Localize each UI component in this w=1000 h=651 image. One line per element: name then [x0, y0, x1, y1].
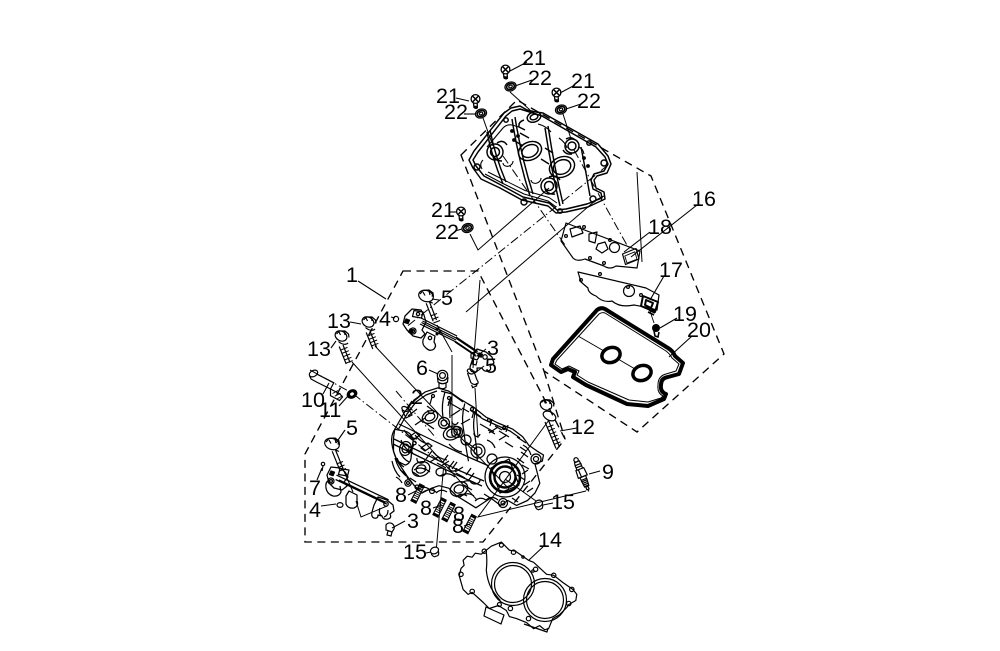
svg-text:4: 4	[309, 498, 321, 522]
svg-text:3: 3	[407, 509, 419, 533]
svg-text:22: 22	[528, 66, 552, 90]
svg-text:20: 20	[687, 318, 711, 342]
svg-text:9: 9	[602, 460, 614, 484]
svg-text:7: 7	[309, 476, 321, 500]
svg-text:14: 14	[538, 528, 562, 552]
svg-text:10: 10	[301, 388, 325, 412]
svg-text:16: 16	[692, 187, 716, 211]
svg-text:22: 22	[444, 100, 468, 124]
svg-text:8: 8	[395, 483, 407, 507]
svg-text:12: 12	[571, 415, 595, 439]
svg-text:6: 6	[416, 356, 428, 380]
svg-text:2: 2	[411, 385, 423, 409]
svg-text:13: 13	[307, 337, 331, 361]
svg-text:22: 22	[435, 220, 459, 244]
svg-text:19: 19	[673, 302, 697, 326]
svg-text:18: 18	[648, 215, 672, 239]
svg-text:13: 13	[327, 309, 351, 333]
svg-text:22: 22	[577, 89, 601, 113]
svg-text:3: 3	[487, 336, 499, 360]
svg-text:17: 17	[659, 258, 683, 282]
svg-text:21: 21	[436, 84, 460, 108]
svg-text:8: 8	[452, 514, 464, 538]
svg-text:4: 4	[379, 307, 391, 331]
svg-text:21: 21	[571, 69, 595, 93]
svg-text:15: 15	[403, 540, 427, 564]
svg-text:5: 5	[441, 286, 453, 310]
svg-text:8: 8	[453, 502, 465, 526]
svg-text:11: 11	[319, 398, 341, 422]
svg-text:1: 1	[346, 263, 358, 287]
svg-text:21: 21	[431, 198, 455, 222]
svg-text:21: 21	[522, 46, 546, 70]
svg-text:5: 5	[485, 354, 497, 378]
svg-text:15: 15	[551, 490, 575, 514]
svg-text:8: 8	[420, 496, 432, 520]
svg-text:5: 5	[346, 416, 358, 440]
